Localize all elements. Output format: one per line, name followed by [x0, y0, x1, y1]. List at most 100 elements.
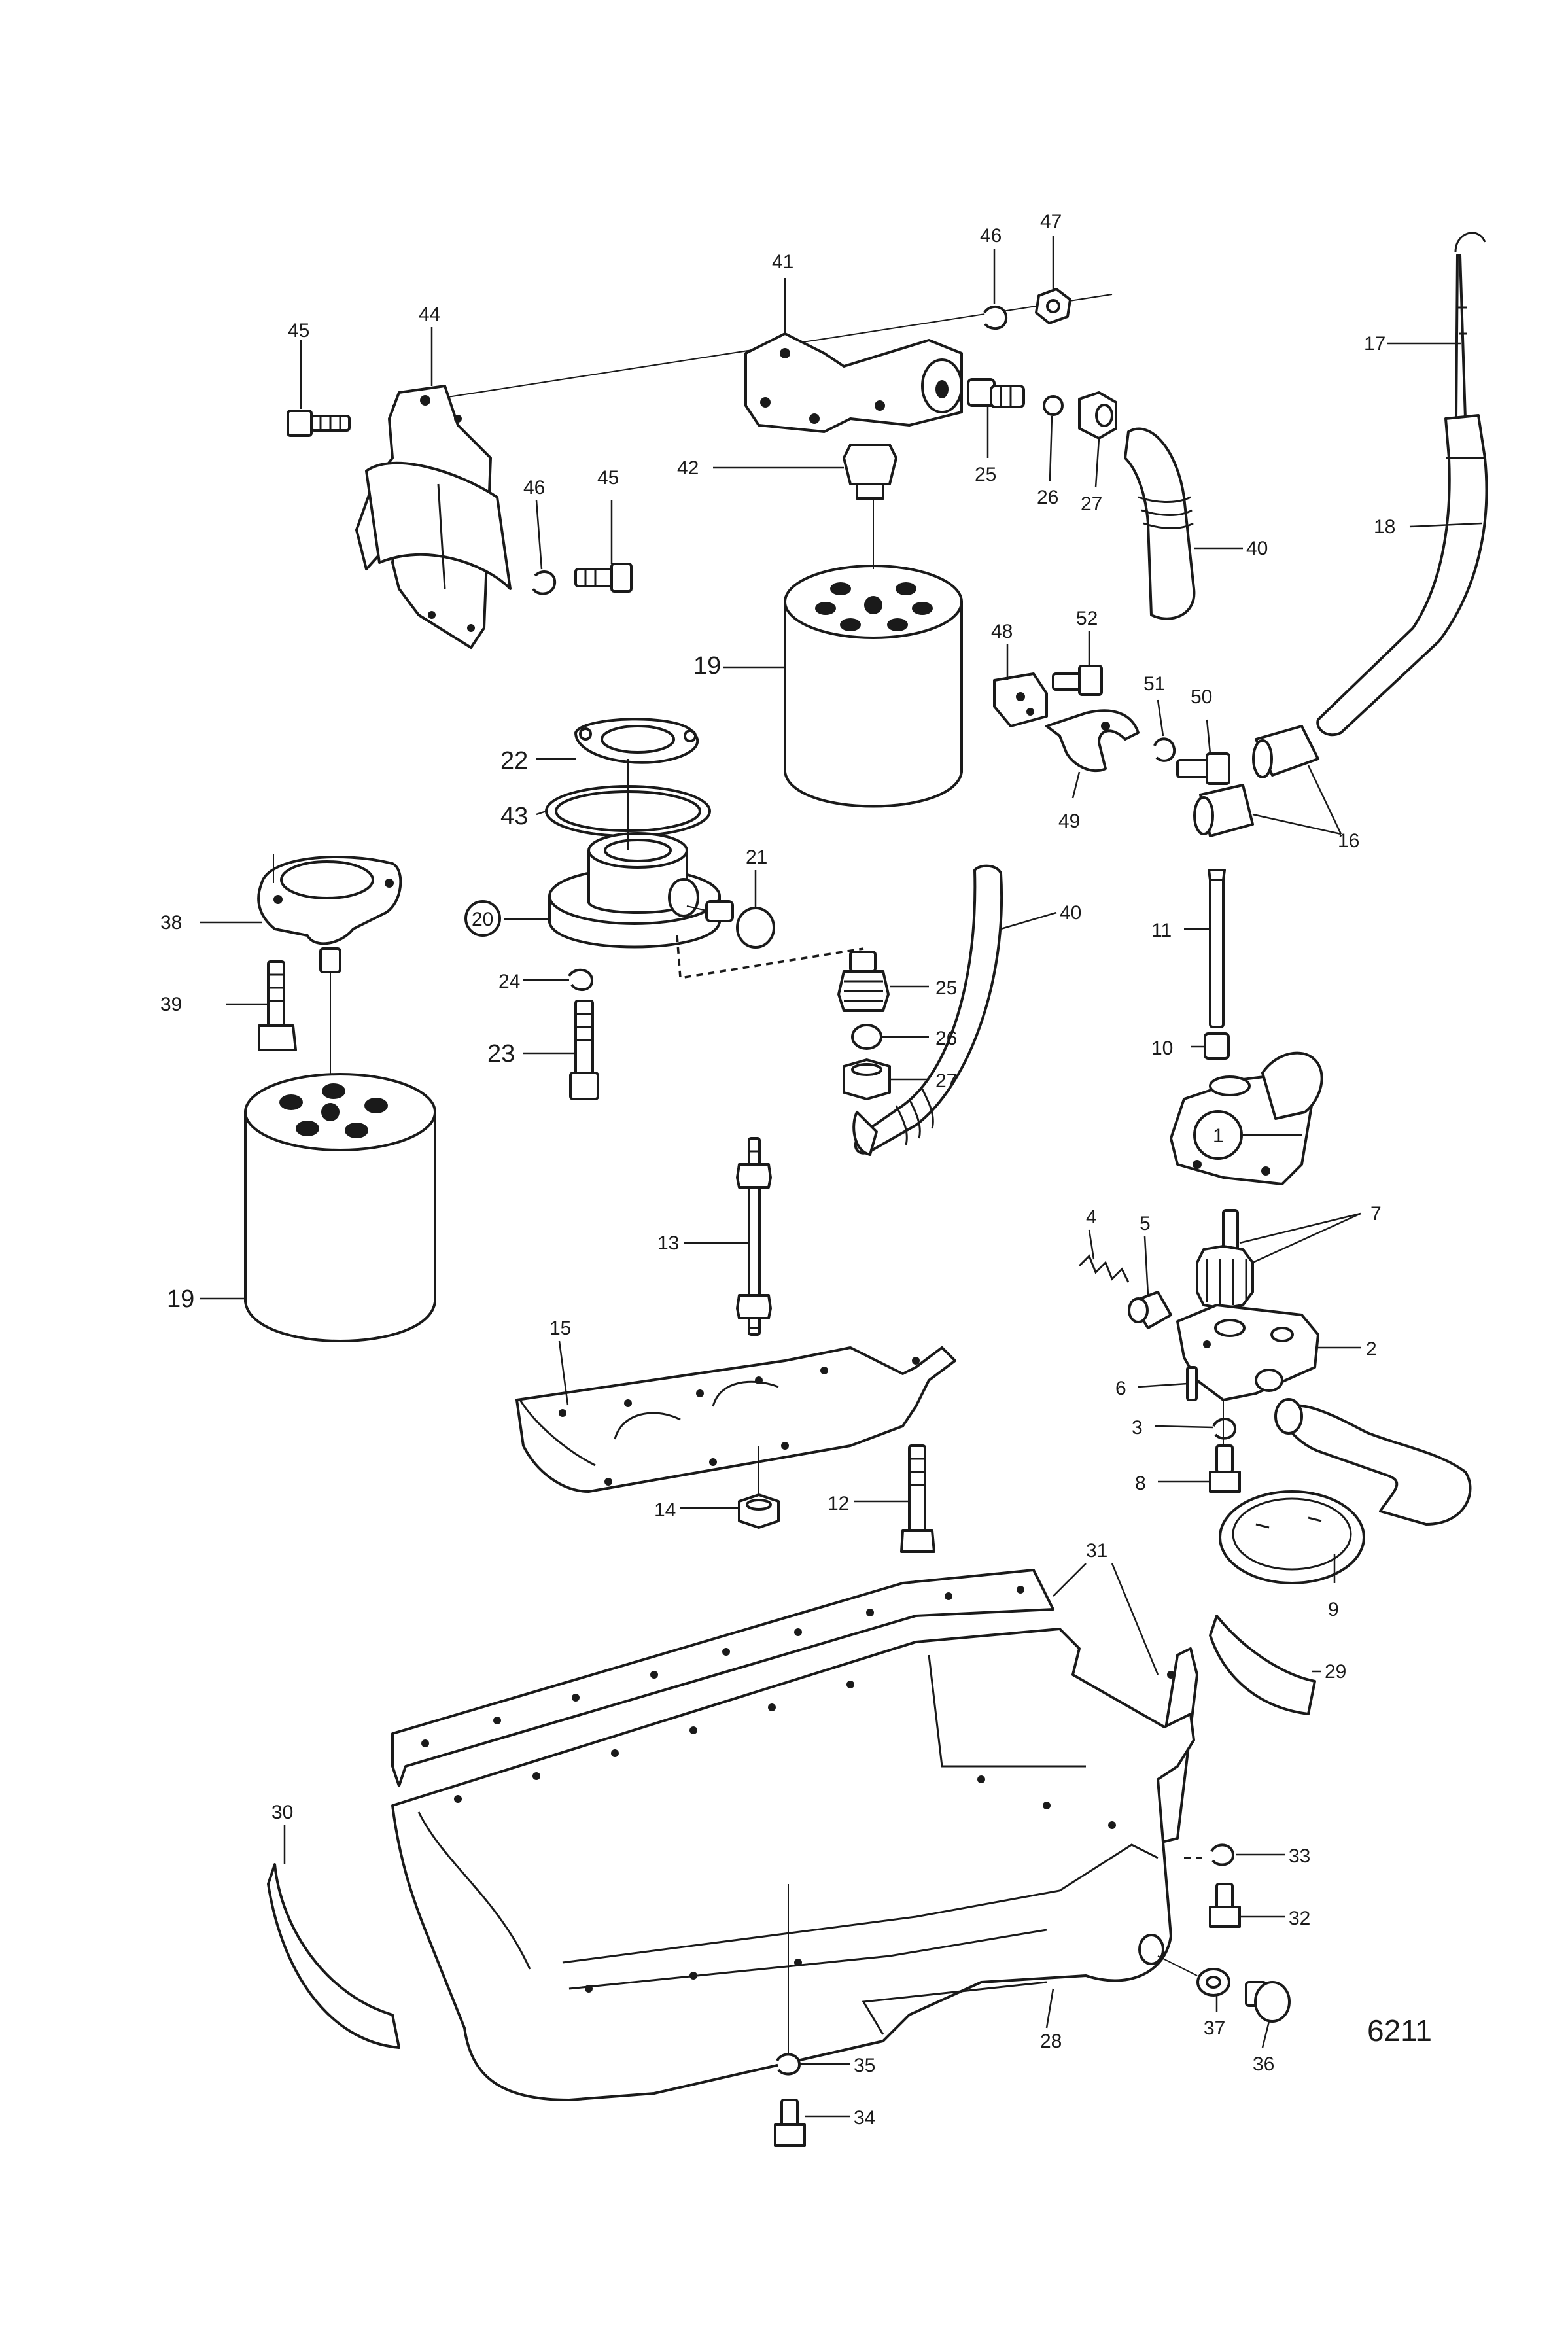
callout-24: 24 [498, 971, 520, 992]
callout-27-lower: 27 [935, 1070, 957, 1092]
nut-14 [738, 1446, 780, 1529]
filter-adapter-20 [548, 759, 721, 949]
engine-mount-plate-44 [355, 385, 512, 649]
callout-37: 37 [1204, 2017, 1225, 2039]
callout-20: 20 [472, 909, 493, 930]
callout-44: 44 [419, 304, 440, 325]
bolt-39 [258, 960, 297, 1051]
bolt-45-lower [574, 563, 633, 593]
pin-6 [1186, 1366, 1198, 1401]
callout-5: 5 [1140, 1213, 1151, 1234]
washer-24 [568, 969, 593, 991]
callout-19-upper: 19 [693, 652, 721, 680]
pan-gasket-31-side [391, 1569, 1054, 1787]
callout-50: 50 [1191, 686, 1212, 708]
callout-21: 21 [746, 847, 767, 868]
washer-51 [1153, 737, 1176, 762]
bolt-12 [900, 1444, 935, 1553]
callout-18: 18 [1374, 516, 1395, 538]
callout-45-lower: 45 [597, 467, 619, 489]
nut-27-lower [843, 1058, 891, 1100]
oil-pan-28 [391, 1628, 1195, 2101]
callout-51: 51 [1143, 673, 1165, 695]
callout-17: 17 [1364, 333, 1385, 355]
callout-40-upper: 40 [1246, 538, 1268, 559]
callout-48: 48 [991, 621, 1013, 642]
bolt-23 [569, 1000, 599, 1100]
callout-14: 14 [654, 1499, 676, 1521]
fitting-25-lower [837, 951, 890, 1012]
seal-29 [1209, 1615, 1316, 1715]
callout-22: 22 [500, 747, 528, 775]
leader-lines [200, 236, 1482, 2118]
callout-25-lower: 25 [935, 977, 957, 999]
filter-adapter-38 [257, 854, 402, 1086]
pump-cover-1 [1170, 1051, 1323, 1185]
callout-2: 2 [1366, 1338, 1377, 1360]
washer-35 [776, 2053, 801, 2076]
callout-31: 31 [1086, 1540, 1107, 1562]
oil-filter-19-lower [244, 1073, 436, 1342]
washer-3 [1212, 1418, 1237, 1440]
dipstick-tube-18 [1316, 414, 1488, 737]
callout-33: 33 [1289, 1845, 1310, 1867]
callout-49: 49 [1058, 811, 1080, 832]
dipstick-17 [1454, 232, 1486, 420]
callout-11: 11 [1151, 920, 1172, 941]
clamp-49 [1045, 709, 1140, 773]
callout-1-circle [1193, 1110, 1243, 1160]
callout-8: 8 [1135, 1473, 1146, 1494]
callout-26-lower: 26 [935, 1028, 957, 1049]
nut-27-upper [1078, 391, 1117, 440]
callout-25-upper: 25 [975, 464, 996, 485]
washer-33 [1184, 1843, 1234, 1866]
callout-12: 12 [828, 1493, 849, 1514]
callout-6: 6 [1115, 1378, 1126, 1399]
lock-washer-46-right [983, 306, 1008, 330]
sleeve-16-upper [1252, 725, 1319, 778]
oil-hose-40-lower [852, 864, 1003, 1156]
callout-46-left: 46 [523, 477, 545, 498]
shaft-11 [1208, 869, 1226, 1028]
callout-27-upper: 27 [1081, 493, 1102, 515]
callout-46-right: 46 [980, 225, 1002, 247]
sleeve-10 [1204, 1032, 1230, 1060]
callout-19-lower: 19 [167, 1285, 194, 1313]
nipple-42 [843, 444, 897, 500]
filter-bracket-41 [744, 332, 963, 433]
callout-38: 38 [160, 912, 182, 934]
callout-7: 7 [1370, 1203, 1382, 1225]
suction-pipe-9 [1219, 1398, 1472, 1584]
bolt-32 [1209, 1883, 1241, 1928]
callout-39: 39 [160, 994, 182, 1015]
spring-4 [1078, 1254, 1130, 1283]
ring-26-upper [1043, 395, 1064, 416]
stud-13 [736, 1137, 772, 1336]
callout-52: 52 [1076, 608, 1098, 629]
nut-47 [1035, 288, 1071, 324]
drain-plug-36 [1245, 1981, 1291, 2023]
bolt-45-upper [287, 410, 351, 437]
callout-1: 1 [1213, 1125, 1224, 1147]
fitting-25-upper [967, 378, 1025, 408]
callout-40-lower: 40 [1060, 902, 1081, 924]
callout-15: 15 [549, 1318, 571, 1339]
callout-23: 23 [487, 1040, 515, 1068]
oil-baffle-15 [515, 1346, 956, 1493]
hidden-connection-line [676, 935, 864, 980]
callout-26-upper: 26 [1037, 487, 1058, 508]
lock-washer-46-left [532, 570, 557, 595]
callout-29: 29 [1325, 1661, 1346, 1683]
callout-16: 16 [1338, 830, 1359, 852]
oil-filter-19-upper [784, 498, 963, 808]
sleeve-16-lower [1193, 784, 1254, 837]
callout-3: 3 [1132, 1417, 1143, 1439]
oil-hose-40-upper [1124, 427, 1196, 620]
bolt-50 [1176, 752, 1230, 785]
callout-4: 4 [1086, 1206, 1097, 1228]
callout-labels: 45 44 46 45 41 42 46 47 25 26 27 40 17 1… [160, 211, 1432, 2129]
washer-37 [1157, 1955, 1230, 1997]
piston-5 [1128, 1291, 1172, 1329]
pump-gears-7 [1196, 1209, 1254, 1310]
